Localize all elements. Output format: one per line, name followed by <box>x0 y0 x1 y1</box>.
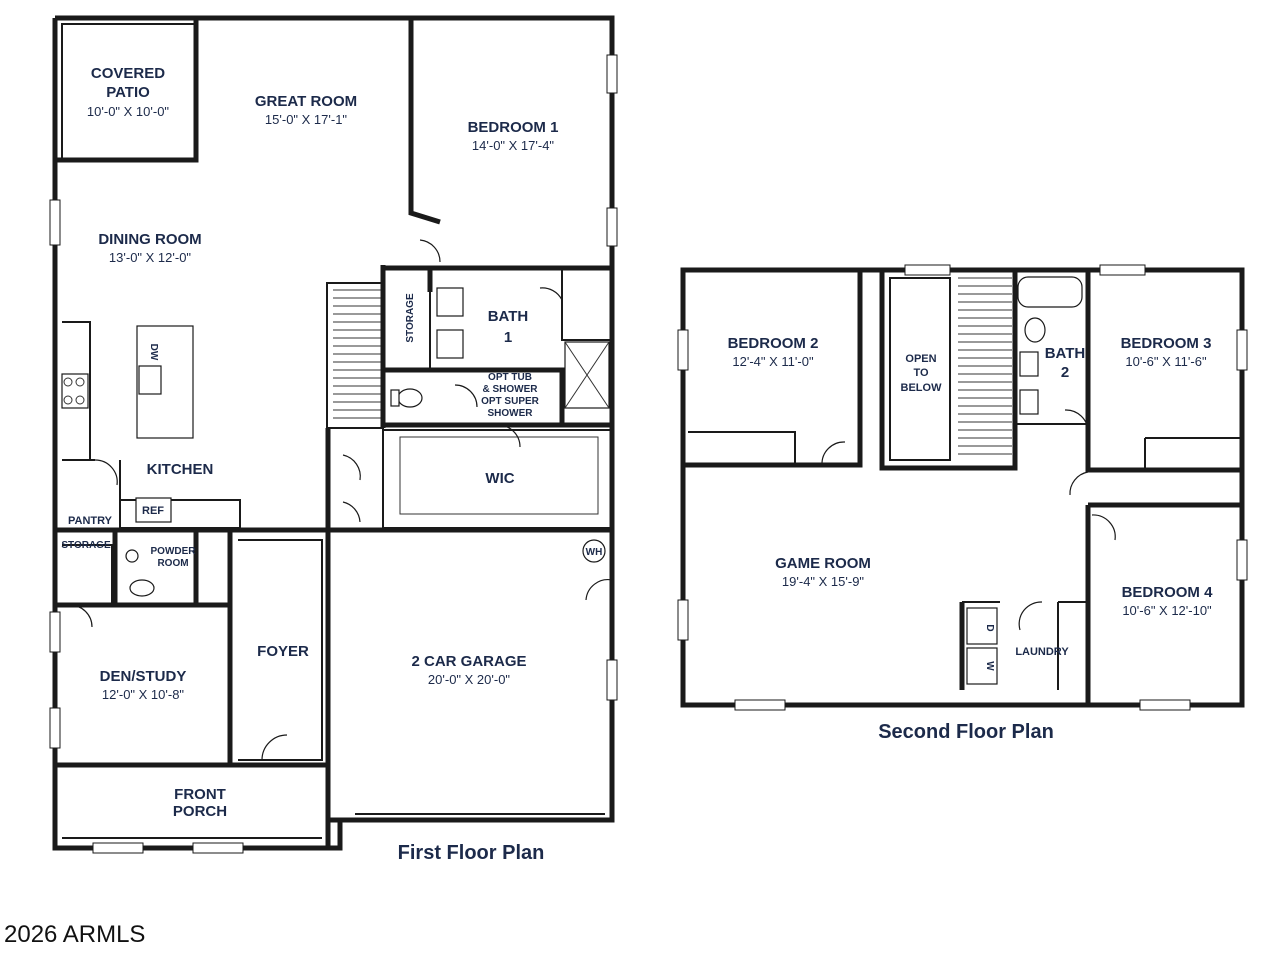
storage-small-label: STORAGE <box>61 540 111 551</box>
den-study-dim: 12'-0" X 10'-8" <box>102 687 185 702</box>
stairs-upper <box>958 277 1012 455</box>
laundry-label: LAUNDRY <box>1015 646 1069 658</box>
first-floor-labels: COVERED PATIO 10'-0" X 10'-0" GREAT ROOM… <box>61 65 602 864</box>
copyright-watermark: 2026 ARMLS <box>4 921 145 948</box>
covered-patio-dim: 10'-0" X 10'-0" <box>87 104 170 119</box>
open-to-below-1: OPEN <box>905 353 936 365</box>
washer-label: W <box>984 661 995 671</box>
powder-room-label-1: POWDER <box>151 546 197 557</box>
powder-room-label-2: ROOM <box>157 558 188 569</box>
bath-2-label-2: 2 <box>1061 364 1069 381</box>
great-room-label: GREAT ROOM <box>255 93 357 110</box>
game-room-label: GAME ROOM <box>775 555 871 572</box>
bath-1-label-2: 1 <box>504 329 512 346</box>
game-room-dim: 19'-4" X 15'-9" <box>782 574 865 589</box>
first-floor-title: First Floor Plan <box>398 842 545 864</box>
great-room-dim: 15'-0" X 17'-1" <box>265 112 348 127</box>
bedroom-4-label: BEDROOM 4 <box>1122 584 1214 601</box>
bedroom-1-dim: 14'-0" X 17'-4" <box>472 138 555 153</box>
bedroom-1-label: BEDROOM 1 <box>468 119 559 136</box>
bath-1-note-2: & SHOWER <box>483 384 539 395</box>
foyer-label: FOYER <box>257 643 309 660</box>
ref-label: REF <box>142 505 164 517</box>
front-porch-label-2: PORCH <box>173 803 227 820</box>
open-to-below-2: TO <box>913 367 929 379</box>
bath-2-label-1: BATH <box>1045 345 1086 362</box>
second-floor-labels: BEDROOM 2 12'-4" X 11'-0" OPEN TO BELOW … <box>728 335 1214 743</box>
dryer-label: D <box>984 624 995 631</box>
kitchen-label: KITCHEN <box>147 461 214 478</box>
bedroom-3-dim: 10'-6" X 11'-6" <box>1125 354 1207 369</box>
dining-room-dim: 13'-0" X 12'-0" <box>109 250 192 265</box>
dishwasher-label: DW <box>148 344 159 361</box>
bedroom-2-label: BEDROOM 2 <box>728 335 819 352</box>
front-porch-label-1: FRONT <box>174 786 226 803</box>
bath-1-note-4: SHOWER <box>488 408 534 419</box>
dining-room-label: DINING ROOM <box>98 231 201 248</box>
storage-label: STORAGE <box>405 293 416 343</box>
second-floor-plan <box>677 264 1248 711</box>
bath-1-note-3: OPT SUPER <box>481 396 540 407</box>
pantry-label: PANTRY <box>68 515 113 527</box>
water-heater-label: WH <box>586 547 603 558</box>
bath-1-label-1: BATH <box>488 308 529 325</box>
bedroom-4-dim: 10'-6" X 12'-10" <box>1122 603 1212 618</box>
covered-patio-label-1: COVERED <box>91 65 165 82</box>
first-floor-plan <box>49 15 618 854</box>
second-floor-title: Second Floor Plan <box>878 721 1054 743</box>
garage-label: 2 CAR GARAGE <box>411 653 526 670</box>
open-to-below-3: BELOW <box>901 382 943 394</box>
covered-patio-label-2: PATIO <box>106 84 150 101</box>
stairs <box>333 289 383 419</box>
bedroom-3-label: BEDROOM 3 <box>1121 335 1212 352</box>
bedroom-2-dim: 12'-4" X 11'-0" <box>732 354 814 369</box>
bath-1-note-1: OPT TUB <box>488 372 532 383</box>
garage-dim: 20'-0" X 20'-0" <box>428 672 511 687</box>
den-study-label: DEN/STUDY <box>100 668 187 685</box>
wic-label: WIC <box>485 470 514 487</box>
